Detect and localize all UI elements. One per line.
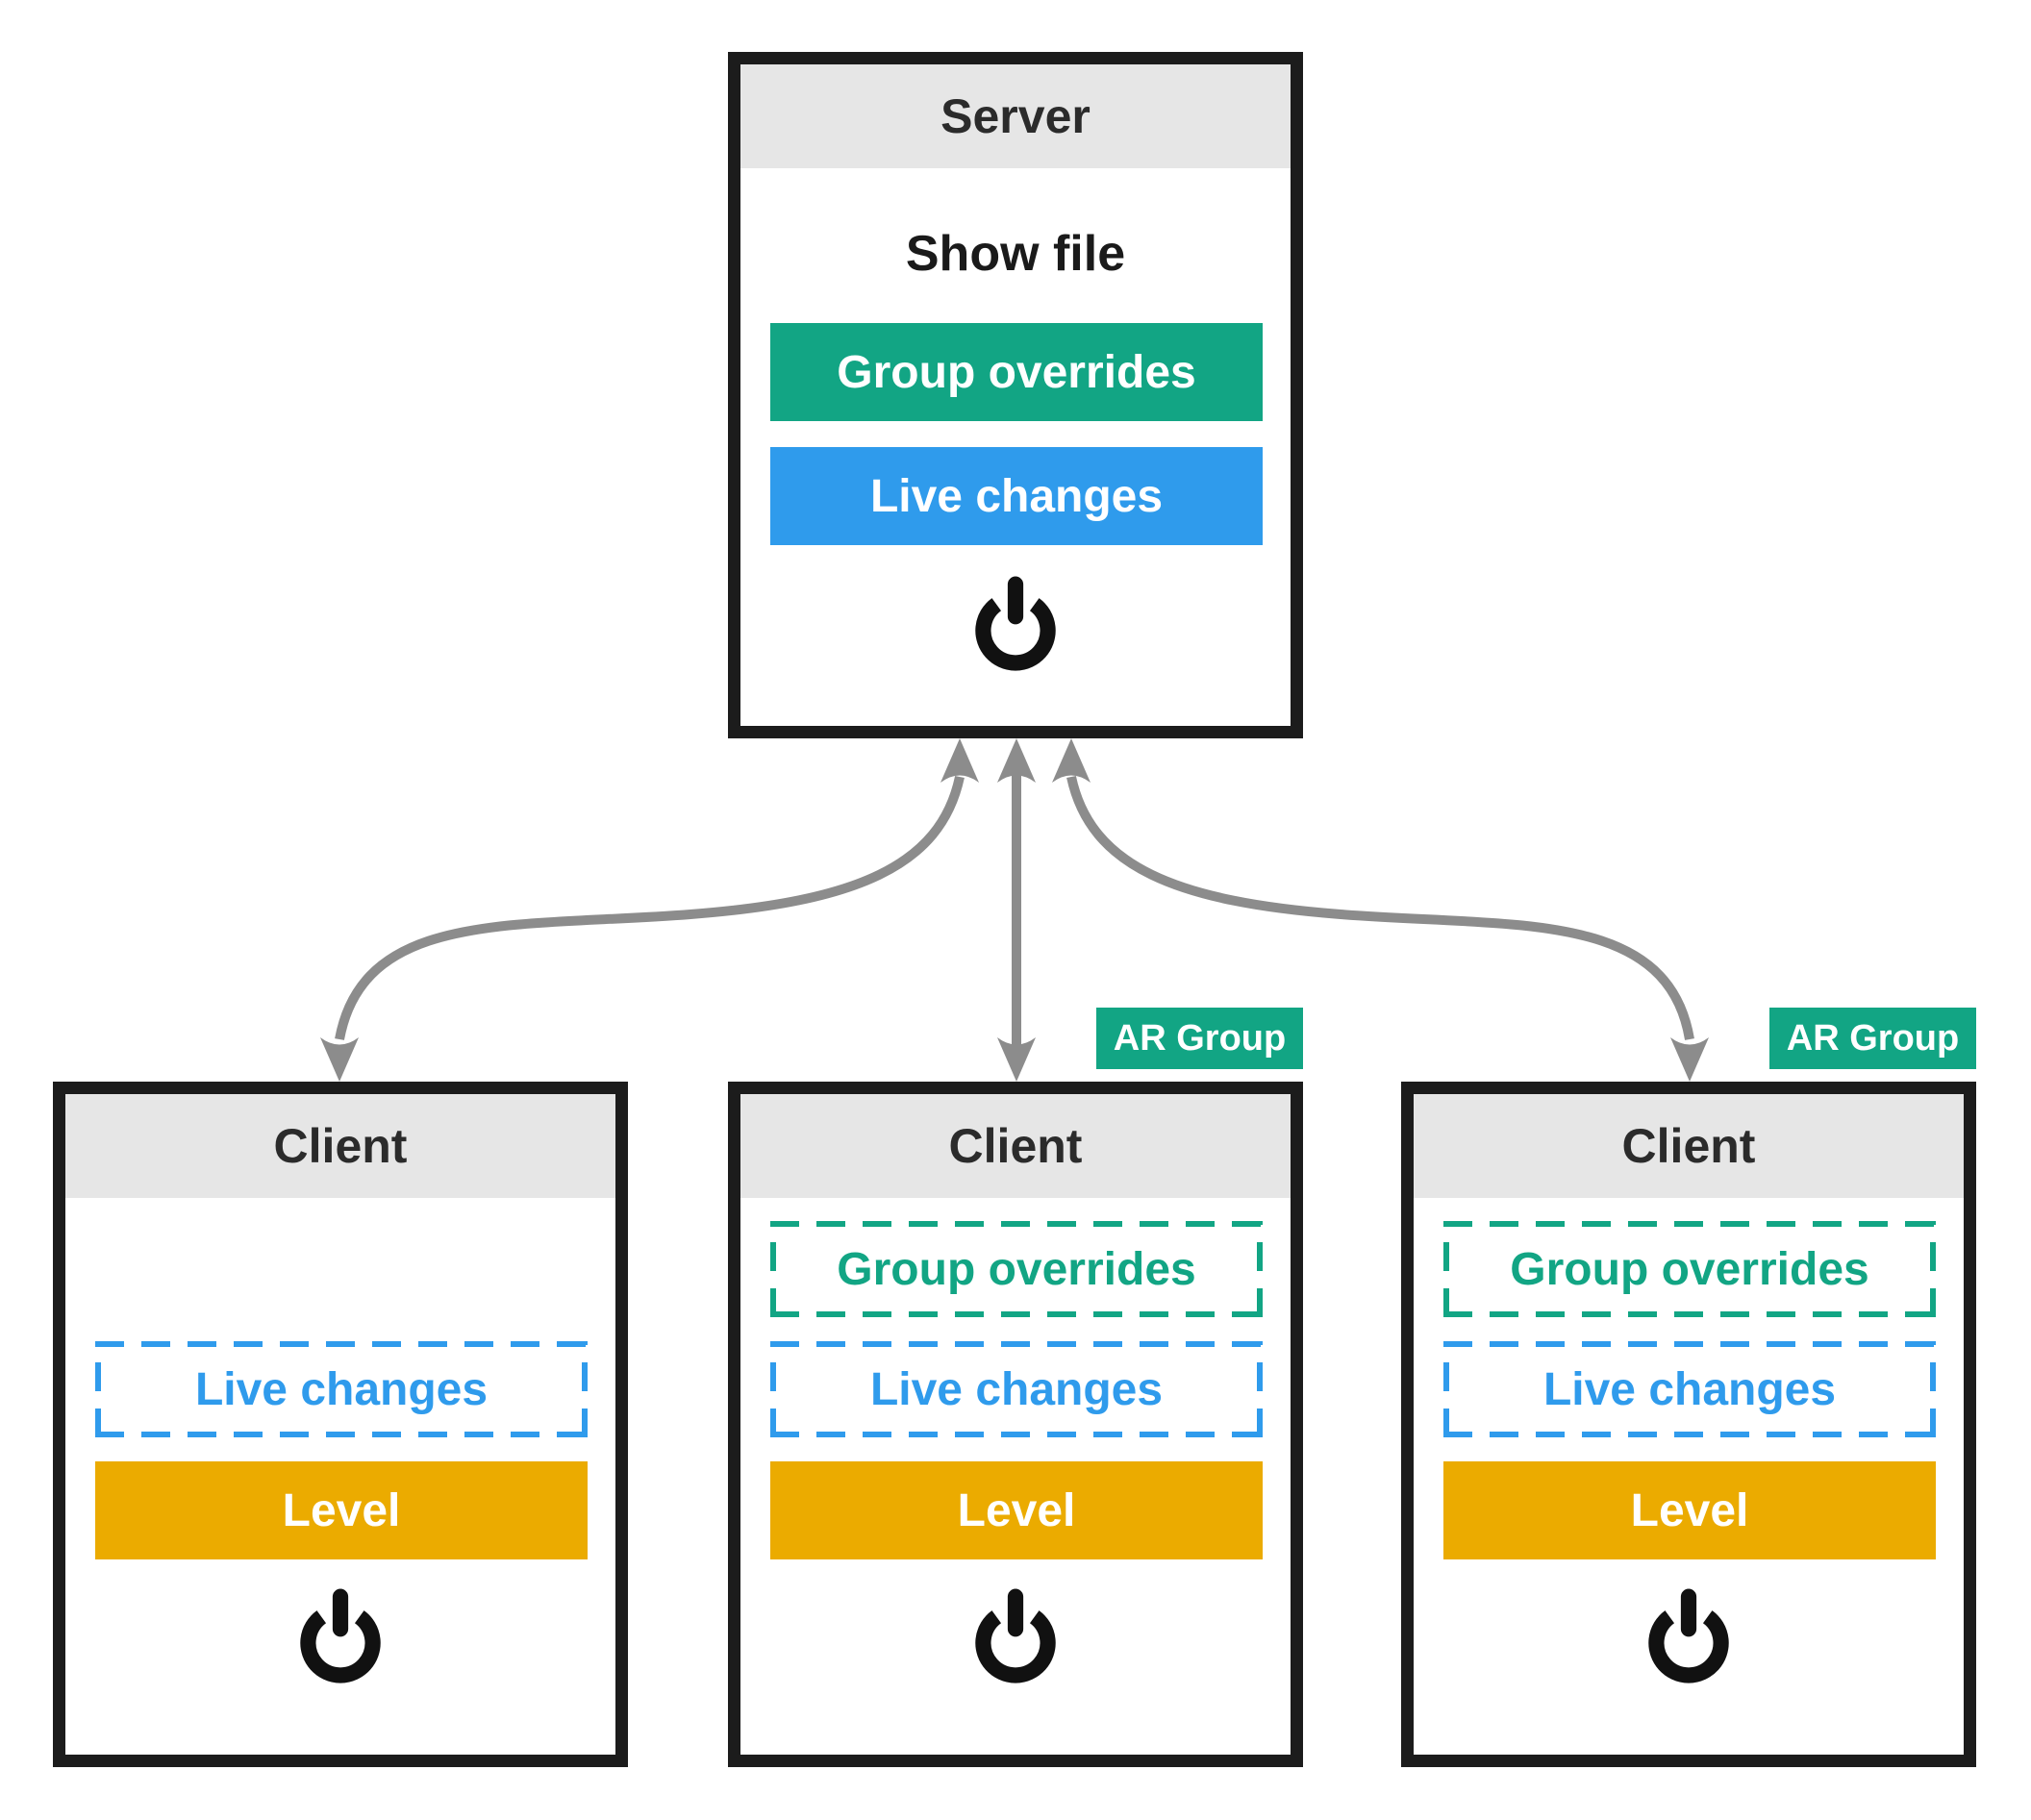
client-header: Client (65, 1094, 615, 1198)
power-icon (1635, 1582, 1743, 1689)
show-file-label: Show file (905, 226, 1126, 282)
server-group-overrides-bar: Group overrides (770, 323, 1263, 421)
client-title: Client (1621, 1119, 1756, 1173)
server-box: Server Show file Group overrides Live ch… (728, 52, 1303, 738)
client-level-bar: Level (770, 1461, 1263, 1559)
server-title: Server (940, 89, 1091, 143)
client-box-middle: Client Group overrides Live changes Leve… (728, 1082, 1303, 1767)
ar-group-badge: AR Group (1769, 1008, 1976, 1069)
arrowhead-up-right (1052, 738, 1091, 783)
arrow-left-curve (335, 775, 965, 1040)
client-box-left: Client Live changes Level (53, 1082, 628, 1767)
client-live-changes-slot: Live changes (1443, 1341, 1936, 1437)
arrowhead-up-left (940, 738, 979, 783)
client-live-changes-slot: Live changes (95, 1341, 588, 1437)
arrowhead-down-left (320, 1037, 359, 1082)
arrow-right-curve (1066, 775, 1694, 1040)
arrowhead-up-middle (997, 738, 1036, 783)
client-group-overrides-slot: Group overrides (770, 1221, 1263, 1317)
arrowhead-down-middle (997, 1037, 1036, 1082)
ar-group-badge: AR Group (1096, 1008, 1303, 1069)
client-title: Client (948, 1119, 1083, 1173)
server-header: Server (740, 64, 1291, 168)
client-level-bar: Level (95, 1461, 588, 1559)
client-level-bar: Level (1443, 1461, 1936, 1559)
client-header: Client (1414, 1094, 1964, 1198)
power-icon (962, 569, 1069, 677)
power-icon (962, 1582, 1069, 1689)
client-title: Client (273, 1119, 408, 1173)
client-group-overrides-slot: Group overrides (1443, 1221, 1936, 1317)
arrowhead-down-right (1670, 1037, 1709, 1082)
client-live-changes-slot: Live changes (770, 1341, 1263, 1437)
client-box-right: Client Group overrides Live changes Leve… (1401, 1082, 1976, 1767)
client-header: Client (740, 1094, 1291, 1198)
power-icon (287, 1582, 394, 1689)
server-live-changes-bar: Live changes (770, 447, 1263, 545)
